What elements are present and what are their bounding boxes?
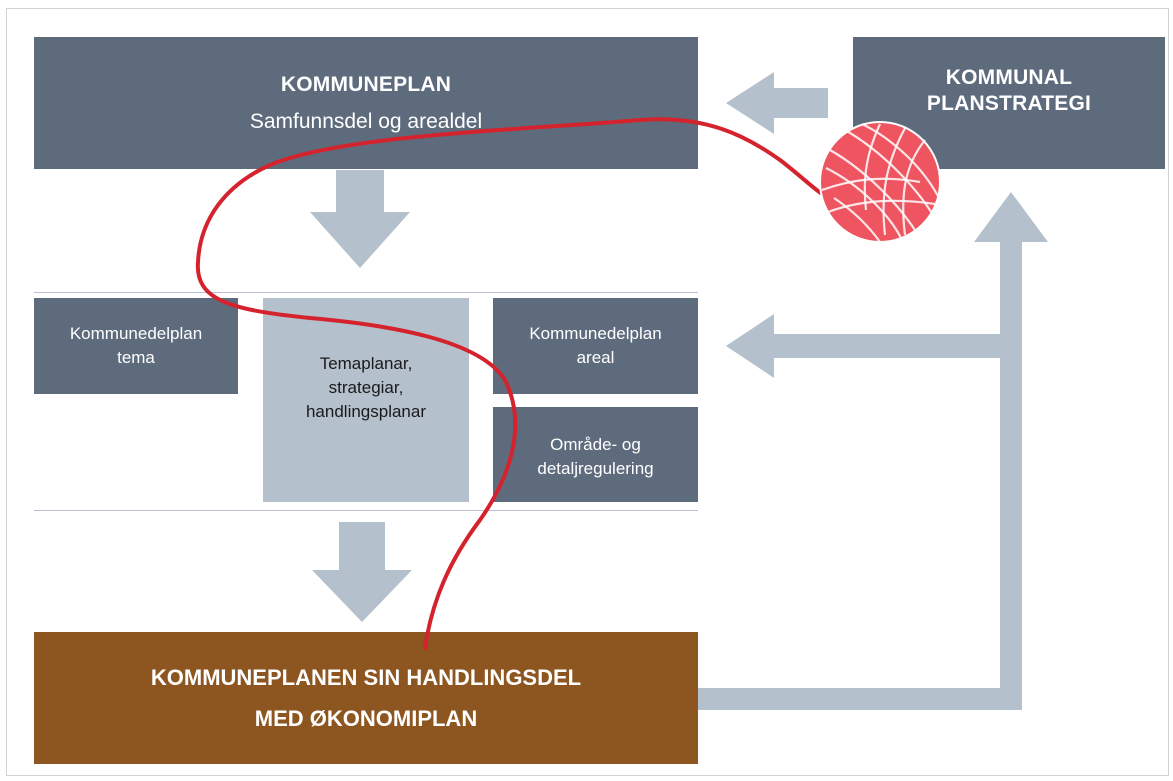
arrow-feedback-loop	[698, 192, 1048, 710]
kdp-areal-box: Kommunedelplan areal	[493, 298, 698, 394]
handlingsdel-line1: KOMMUNEPLANEN SIN HANDLINGSDEL	[150, 664, 582, 690]
kdp-areal-line2: areal	[576, 347, 615, 367]
arrow-left-top	[726, 72, 828, 134]
kdp-tema-line2: tema	[117, 347, 155, 367]
kommuneplan-title: KOMMUNEPLAN	[280, 72, 452, 96]
diagram-frame	[6, 8, 1169, 776]
planstrategi-line2: PLANSTRATEGI	[926, 92, 1092, 116]
handlingsdel-line2: MED ØKONOMIPLAN	[254, 706, 478, 731]
arrow-down-bottom	[312, 522, 412, 622]
red-thread	[195, 117, 834, 650]
planstrategi-line1: KOMMUNAL	[945, 66, 1073, 89]
temaplanar-box: Temaplanar, strategiar, handlingsplanar	[263, 298, 469, 502]
temaplanar-line3: handlingsplanar	[305, 401, 427, 421]
separator-line-top	[34, 292, 698, 293]
arrow-down-top	[310, 170, 410, 268]
kdp-tema-box: Kommunedelplan tema	[34, 298, 238, 394]
yarn-ball-icon	[819, 121, 941, 243]
kommuneplan-subtitle: Samfunnsdel og arealdel	[249, 110, 483, 134]
regulering-line2: detaljregulering	[537, 458, 654, 478]
handlingsdel-box: KOMMUNEPLANEN SIN HANDLINGSDEL MED ØKONO…	[34, 632, 698, 764]
kdp-areal-line1: Kommunedelplan	[529, 324, 662, 343]
arrow-left-middle	[726, 314, 1001, 378]
regulering-line1: Område- og	[550, 435, 641, 454]
temaplanar-line2: strategiar,	[328, 377, 404, 397]
temaplanar-line1: Temaplanar,	[319, 354, 413, 373]
kommuneplan-box: KOMMUNEPLAN Samfunnsdel og arealdel	[34, 37, 698, 169]
separator-line-bottom	[34, 510, 698, 511]
kdp-tema-line1: Kommunedelplan	[69, 324, 203, 343]
regulering-box: Område- og detaljregulering	[493, 407, 698, 502]
